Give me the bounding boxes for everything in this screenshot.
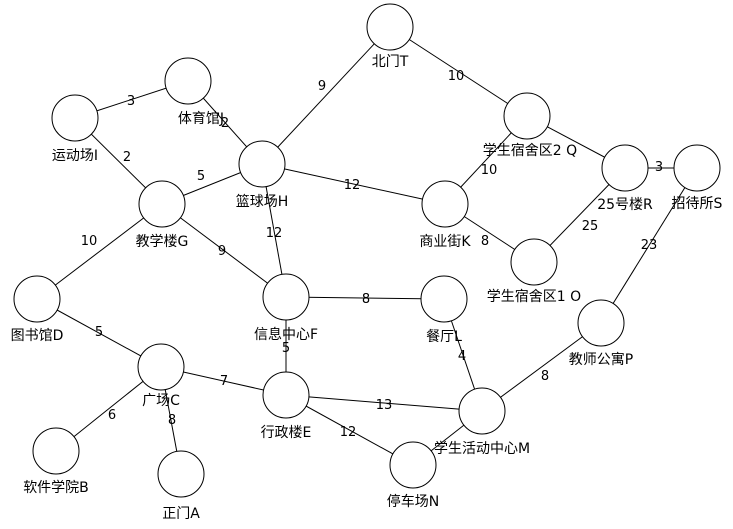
edge-weight-H-F: 12 — [266, 226, 283, 241]
edge-weight-E-M: 13 — [376, 398, 393, 413]
edge-S-P — [600, 167, 698, 324]
node-F — [262, 273, 310, 321]
node-H — [238, 140, 286, 188]
edge-weight-M-P: 8 — [541, 369, 549, 384]
edges-layer: 3 2 2 9 10 3 10 5 12 12 8 25 23 10 9 8 5 5 7 6 8 13 12 4 8 — [36, 26, 698, 475]
edge-weight-J-H: 2 — [221, 116, 229, 131]
node-N — [389, 441, 437, 489]
node-D — [13, 275, 61, 323]
node-O — [510, 238, 558, 286]
node-label-N: 停车场N — [387, 493, 439, 510]
edge-T-Q — [389, 26, 528, 117]
edge-H-K — [261, 163, 446, 205]
node-label-L: 餐厅L — [426, 329, 462, 345]
edge-H-T — [261, 26, 391, 165]
edge-weight-G-F: 9 — [218, 244, 226, 259]
node-label-T: 北门T — [372, 54, 409, 70]
edge-weight-O-R: 25 — [582, 219, 599, 234]
node-label-S: 招待所S — [672, 196, 723, 212]
edge-M-P — [481, 322, 602, 412]
edge-D-C — [36, 298, 162, 368]
edge-weight-I-J: 3 — [127, 94, 135, 109]
node-label-H: 篮球场H — [236, 194, 289, 210]
edge-weight-K-O: 8 — [481, 234, 489, 249]
edge-F-L — [285, 296, 445, 300]
edge-weight-I-G: 2 — [123, 150, 131, 165]
edge-weight-Q-K: 10 — [481, 163, 498, 178]
node-L — [420, 275, 468, 323]
node-label-I: 运动场I — [52, 148, 98, 164]
node-label-A: 正门A — [162, 506, 200, 522]
node-T — [366, 3, 414, 51]
edge-E-M — [285, 394, 483, 412]
node-label-G: 教学楼G — [136, 234, 189, 250]
node-S — [673, 144, 721, 192]
node-B — [32, 427, 80, 475]
edge-weight-C-A: 8 — [168, 413, 176, 428]
node-label-K: 商业街K — [419, 234, 471, 250]
edge-weight-R-S: 3 — [655, 160, 663, 175]
node-C — [137, 343, 185, 391]
node-label-F: 信息中心F — [254, 326, 318, 343]
node-P — [577, 299, 625, 347]
node-label-C: 广场C — [142, 393, 180, 409]
edge-weight-H-K: 12 — [344, 178, 361, 193]
node-Q — [503, 92, 551, 140]
node-label-J: 体育馆J — [178, 111, 224, 127]
node-K — [421, 180, 469, 228]
node-A — [157, 450, 205, 498]
node-I — [51, 94, 99, 142]
node-J — [164, 57, 212, 105]
edge-weight-L-M: 4 — [458, 349, 466, 364]
nodes-layer: 北门T 体育馆J 运动场I 篮球场H 学生宿舍区2 Q 25号楼R 招待所S 教学楼G 商业街K… — [11, 3, 723, 522]
edge-weight-E-N: 12 — [340, 425, 357, 440]
edge-weight-H-G: 5 — [197, 169, 205, 184]
node-label-E: 行政楼E — [261, 425, 312, 441]
node-label-M: 学生活动中心M — [434, 441, 530, 457]
edge-weight-D-C: 5 — [95, 325, 103, 340]
node-label-B: 软件学院B — [23, 480, 89, 496]
edge-weight-C-E: 7 — [220, 374, 228, 389]
node-label-D: 图书馆D — [11, 328, 64, 344]
edge-G-F — [161, 203, 287, 298]
edge-weight-G-D: 10 — [81, 234, 98, 249]
node-R — [601, 144, 649, 192]
edge-weight-T-Q: 10 — [448, 69, 465, 84]
node-label-R: 25号楼R — [597, 197, 653, 213]
node-M — [458, 387, 506, 435]
node-label-P: 教师公寓P — [569, 351, 633, 368]
edge-E-N — [285, 394, 414, 466]
node-label-Q: 学生宿舍区2 Q — [483, 142, 577, 159]
edge-weight-S-P: 23 — [641, 238, 658, 253]
edge-weight-F-L: 8 — [362, 292, 370, 307]
node-E — [262, 371, 310, 419]
node-label-O: 学生宿舍区1 O — [487, 288, 581, 305]
edge-G-D — [36, 203, 163, 300]
edge-weight-C-B: 6 — [108, 408, 116, 423]
node-G — [138, 180, 186, 228]
edge-weight-F-E: 5 — [282, 341, 290, 356]
edge-weight-H-T: 9 — [318, 79, 326, 94]
